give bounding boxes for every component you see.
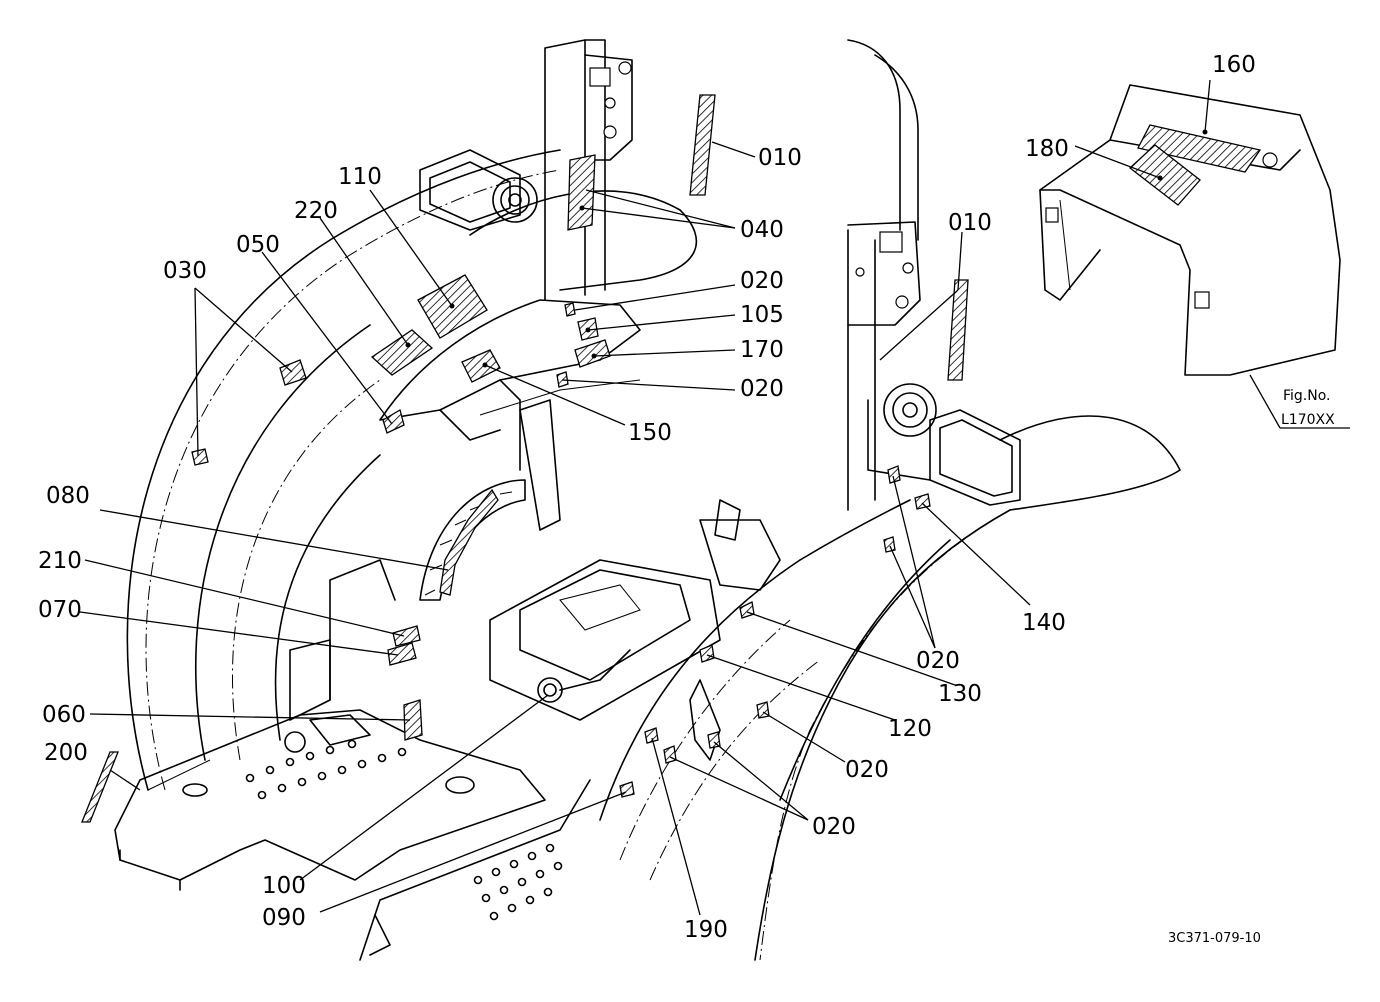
label-020: 020	[740, 268, 784, 294]
label-100: 100	[262, 873, 306, 899]
label-060: 060	[42, 702, 86, 728]
label-020: 020	[812, 814, 856, 840]
decal-150	[461, 349, 501, 383]
decal-020-5	[756, 701, 770, 719]
decal-030-b	[191, 448, 209, 466]
label-070: 070	[38, 597, 82, 623]
label-105: 105	[740, 302, 784, 328]
decal-020-3	[887, 465, 901, 484]
decal-010-left	[689, 94, 716, 196]
decal-140	[914, 493, 931, 510]
decal-050	[382, 409, 405, 434]
label-040: 040	[740, 217, 784, 243]
decal-200	[81, 751, 119, 823]
decal-190	[644, 727, 659, 744]
label-120: 120	[888, 716, 932, 742]
leader-dots	[405, 129, 1208, 368]
decal-020-4	[883, 536, 896, 553]
label-210: 210	[38, 548, 82, 574]
decal-020-1	[564, 302, 576, 317]
decal-020-6	[663, 745, 677, 764]
decal-210	[392, 625, 421, 647]
decal-220	[370, 329, 434, 376]
label-130: 130	[938, 681, 982, 707]
decal-180	[1128, 144, 1201, 206]
label-180: 180	[1025, 136, 1069, 162]
machine-outline	[114, 39, 1341, 961]
label-030: 030	[163, 258, 207, 284]
label-080: 080	[46, 483, 90, 509]
label-150: 150	[628, 420, 672, 446]
label-090: 090	[262, 905, 306, 931]
label-200: 200	[44, 740, 88, 766]
fig-number: L170XX	[1281, 412, 1335, 428]
label-020: 020	[916, 648, 960, 674]
label-140: 140	[1022, 610, 1066, 636]
decal-070	[387, 642, 417, 666]
label-020: 020	[845, 757, 889, 783]
decal-120	[699, 644, 715, 663]
label-010: 010	[948, 210, 992, 236]
decal-170	[574, 339, 611, 368]
part-labels: 010 010 040 020 105 170 020 150 110 220 …	[38, 52, 1256, 943]
decal-040	[567, 154, 596, 231]
figure-number-block: Fig.No. L170XX	[1281, 388, 1335, 428]
decal-030-a	[279, 359, 307, 386]
decal-010-right	[947, 279, 969, 381]
label-020: 020	[740, 376, 784, 402]
decal-090	[619, 781, 635, 798]
decal-160	[1137, 124, 1262, 173]
decal-060	[403, 699, 423, 741]
label-010: 010	[758, 145, 802, 171]
label-160: 160	[1212, 52, 1256, 78]
floor-holes	[245, 739, 563, 921]
leader-lines	[79, 79, 1350, 916]
label-110: 110	[338, 164, 382, 190]
fig-label: Fig.No.	[1283, 388, 1331, 404]
decals	[81, 94, 1262, 823]
label-050: 050	[236, 232, 280, 258]
drawing-code: 3C371-079-10	[1168, 931, 1261, 946]
label-170: 170	[740, 337, 784, 363]
label-190: 190	[684, 917, 728, 943]
decal-080	[439, 488, 499, 596]
label-220: 220	[294, 198, 338, 224]
